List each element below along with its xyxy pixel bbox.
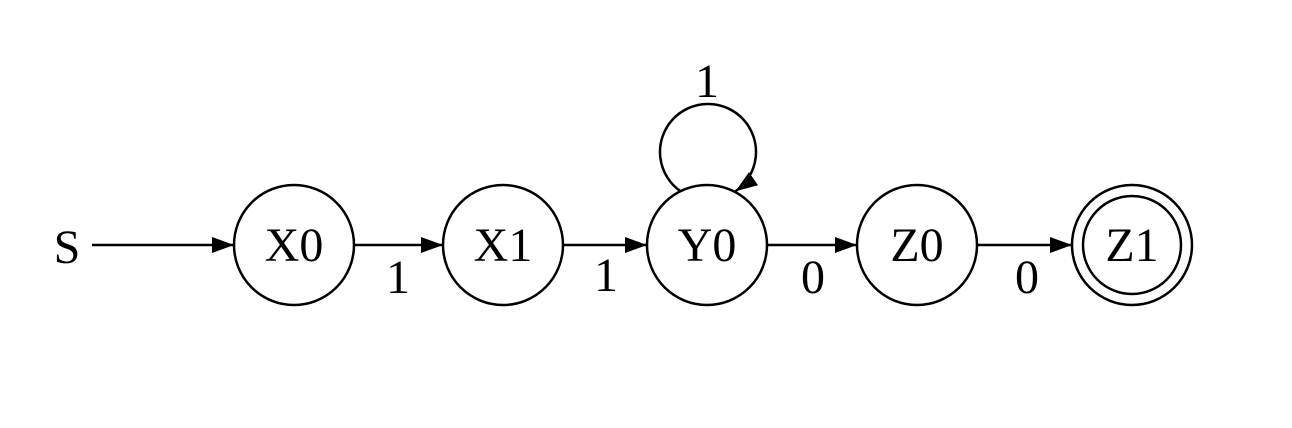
state-X1: X1 bbox=[441, 183, 565, 307]
accepting-inner-circle bbox=[1081, 194, 1183, 296]
start-label: S bbox=[54, 221, 81, 274]
transition-label: 1 bbox=[594, 249, 618, 302]
self-loop-Y0: 1 bbox=[658, 55, 759, 193]
self-loop-arc bbox=[658, 102, 759, 193]
state-label: X1 bbox=[474, 219, 533, 272]
state-X0: X0 bbox=[232, 183, 356, 307]
transition-label: 1 bbox=[386, 251, 410, 304]
state-Z0: Z0 bbox=[855, 183, 979, 307]
state-label: Z0 bbox=[890, 219, 943, 272]
transition-Z0-Z1: 0 bbox=[977, 237, 1072, 304]
transition-X1-Y0: 1 bbox=[563, 237, 647, 302]
self-loop-label: 1 bbox=[695, 55, 719, 108]
state-label: X0 bbox=[265, 219, 324, 272]
transition-X0-X1: 1 bbox=[354, 237, 443, 304]
state-label: Z1 bbox=[1105, 219, 1158, 272]
state-Z1: Z1 bbox=[1070, 183, 1194, 307]
transition-label: 0 bbox=[801, 251, 825, 304]
transition-Y0-Z0: 0 bbox=[767, 237, 857, 304]
state-label: Y0 bbox=[678, 219, 737, 272]
state-Y0: Y0 bbox=[645, 183, 769, 307]
transition-label: 0 bbox=[1015, 251, 1039, 304]
start-entry: S bbox=[54, 221, 234, 274]
